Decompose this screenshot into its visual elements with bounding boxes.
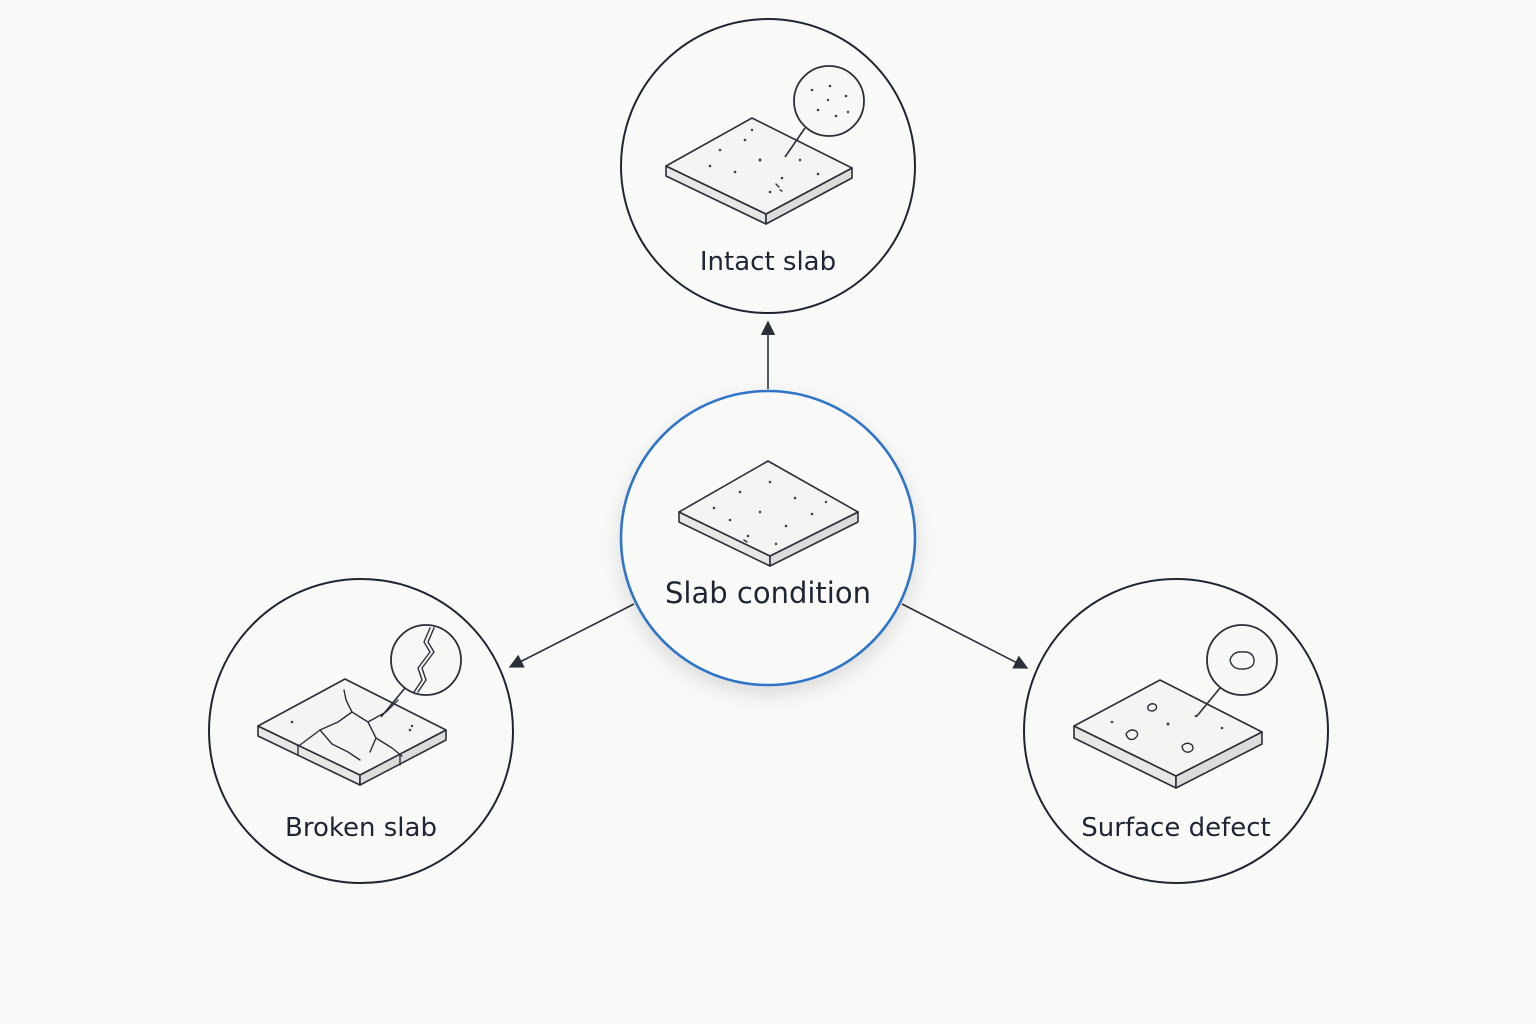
edge-center-to-broken (508, 603, 635, 668)
node-center-label: Slab condition (665, 576, 871, 610)
slab-icon (678, 460, 859, 567)
edges (508, 320, 1029, 669)
surface-defect-icon (1073, 624, 1278, 789)
broken-slab-icon (257, 624, 462, 786)
node-broken-slab[interactable]: Broken slab (208, 578, 514, 884)
node-surface-defect[interactable]: Surface defect (1023, 578, 1329, 884)
node-intact-label: Intact slab (700, 247, 836, 277)
intact-slab-icon (665, 65, 865, 225)
edge-center-to-surface (901, 603, 1029, 669)
node-intact-slab[interactable]: Intact slab (620, 18, 916, 314)
node-slab-condition[interactable]: Slab condition (619, 389, 917, 687)
node-broken-label: Broken slab (285, 813, 437, 843)
node-surface-label: Surface defect (1081, 813, 1270, 843)
